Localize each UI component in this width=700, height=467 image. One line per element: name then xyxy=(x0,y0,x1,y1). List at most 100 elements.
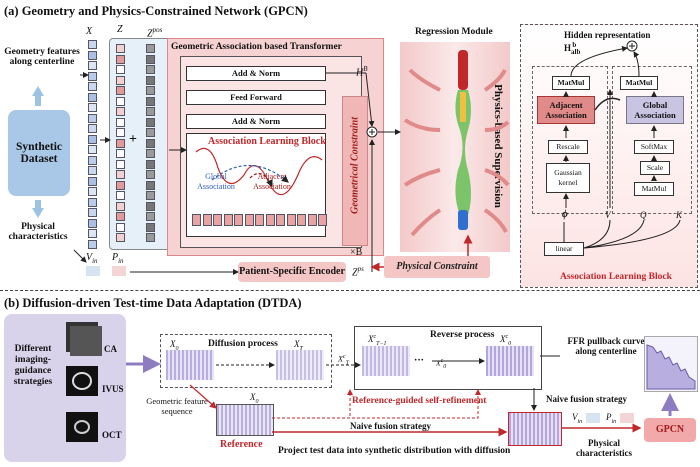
sequence-cell xyxy=(146,54,155,64)
sequence-cell xyxy=(116,212,125,221)
sequence-cell xyxy=(146,117,155,127)
xt1c-label: XcT−1 xyxy=(368,334,387,347)
sequence-cell xyxy=(146,86,155,95)
sequence-cell xyxy=(146,138,155,148)
up-arrow-icon xyxy=(32,86,44,96)
patient-encoder-box: Patient-Specific Encoder xyxy=(238,262,346,282)
project-label: Project test data into synthetic distrib… xyxy=(278,446,511,456)
hidden-repr-label: Hidden representation Halbb xyxy=(564,30,651,56)
sequence-cell xyxy=(146,222,155,232)
physical-constraint-box: Physical Constraint xyxy=(384,256,490,278)
sequence-cell xyxy=(88,40,97,49)
rescale-box: Rescale xyxy=(548,140,588,154)
gpcn-box: GPCN xyxy=(644,418,696,442)
geometry-features-label: Geometry features along centerline xyxy=(4,47,80,67)
x0-sequence xyxy=(166,350,214,380)
sequence-cell xyxy=(88,145,97,154)
sequence-cell xyxy=(116,44,125,53)
strategies-label: Different imaging-guidance strategies xyxy=(13,344,53,387)
sequence-cell xyxy=(146,180,155,190)
supervision-arrows xyxy=(403,68,510,237)
pin-b-label: Pin xyxy=(606,412,617,425)
vin-b-swatch xyxy=(586,413,600,423)
times-b-label: ×B xyxy=(350,247,363,258)
token-cell xyxy=(255,214,264,226)
sequence-cell xyxy=(146,44,155,53)
global-branch xyxy=(612,66,692,214)
sequence-cell xyxy=(88,61,97,70)
ca-label: CA xyxy=(104,344,117,354)
diffusion-process-label: Diffusion process xyxy=(208,339,278,349)
token-cell xyxy=(234,214,243,226)
token-cell xyxy=(318,214,327,226)
global-assoc-box: Global Association xyxy=(626,96,684,124)
geom-seq-label: Geometric feature sequence xyxy=(146,396,208,416)
sequence-cell xyxy=(146,170,155,179)
z-label: Z xyxy=(117,24,123,35)
sequence-cell xyxy=(116,117,125,127)
vessel-top xyxy=(458,50,468,90)
sequence-cell xyxy=(116,233,125,242)
reference-label: Reference xyxy=(220,439,263,450)
token-cell xyxy=(286,214,296,226)
x0c-sequence xyxy=(486,346,534,376)
regression-module-label: Regression Module xyxy=(415,27,493,37)
ivus-label: IVUS xyxy=(102,384,124,394)
sequence-cell xyxy=(88,103,97,112)
ffr-curve-line xyxy=(646,344,696,390)
synthetic-dataset-box: Synthetic Dataset xyxy=(8,110,70,196)
adjacent-branch xyxy=(532,66,608,214)
xtc-label: XcT xyxy=(338,354,349,367)
token-cell xyxy=(213,214,222,226)
sequence-cell xyxy=(116,138,125,148)
sequence-cell xyxy=(116,107,125,116)
sequence-cell xyxy=(116,65,125,74)
assoc-block-label: Association Learning Block xyxy=(208,136,326,147)
sequence-cell xyxy=(146,191,155,200)
fused-sequence xyxy=(508,412,562,446)
sequence-cell xyxy=(88,187,97,196)
add-norm-top: Add & Norm xyxy=(186,66,326,81)
naive-fusion-right-label: Naive fusion strategy xyxy=(546,394,627,404)
ref-guided-label: Reference-guided self-refinement xyxy=(352,396,487,406)
q-label: Q xyxy=(640,210,647,220)
zps-label: Zps xyxy=(352,265,364,279)
token-cell xyxy=(265,214,275,226)
association-curve xyxy=(195,147,323,196)
vessel-body xyxy=(455,90,471,215)
sequence-cell xyxy=(146,149,155,158)
adjacent-assoc-arc xyxy=(249,172,273,188)
xt-sequence xyxy=(276,350,324,380)
sequence-cell xyxy=(88,208,97,217)
sequence-cell xyxy=(116,170,125,179)
sequence-cell xyxy=(146,201,155,211)
sequence-cell xyxy=(146,65,155,74)
sequence-cell xyxy=(88,134,97,144)
matmul-left: MatMul xyxy=(552,76,590,90)
sequence-cell xyxy=(146,96,155,106)
naive-fusion-mid-label: Naive fusion strategy xyxy=(350,421,431,431)
linear-box: linear xyxy=(544,242,584,256)
sequence-cell xyxy=(88,229,97,238)
sequence-cell xyxy=(88,113,97,123)
transformer-title: Geometric Association based Transformer xyxy=(171,42,342,52)
pin-b-swatch xyxy=(620,413,634,423)
vin-label: Vin xyxy=(86,252,98,266)
x-label: X xyxy=(86,26,93,37)
x0c-label: Xc0 xyxy=(500,334,512,347)
sequence-cell xyxy=(88,50,97,60)
panel-separator xyxy=(0,290,700,291)
scale-box: Scale xyxy=(640,161,670,175)
global-assoc-arc xyxy=(211,164,289,183)
adjacent-assoc-box: Adjacent Association xyxy=(537,96,595,124)
down-arrow-icon xyxy=(32,208,44,218)
reverse-process-label: Reverse process xyxy=(430,330,495,340)
sequence-cell xyxy=(146,75,155,85)
sequence-cell xyxy=(88,176,97,186)
sequence-cell xyxy=(88,92,97,102)
sequence-cell xyxy=(116,201,125,211)
token-cell xyxy=(202,214,212,226)
reference-sequence xyxy=(216,404,274,436)
ffr-curve-plot xyxy=(644,336,698,392)
